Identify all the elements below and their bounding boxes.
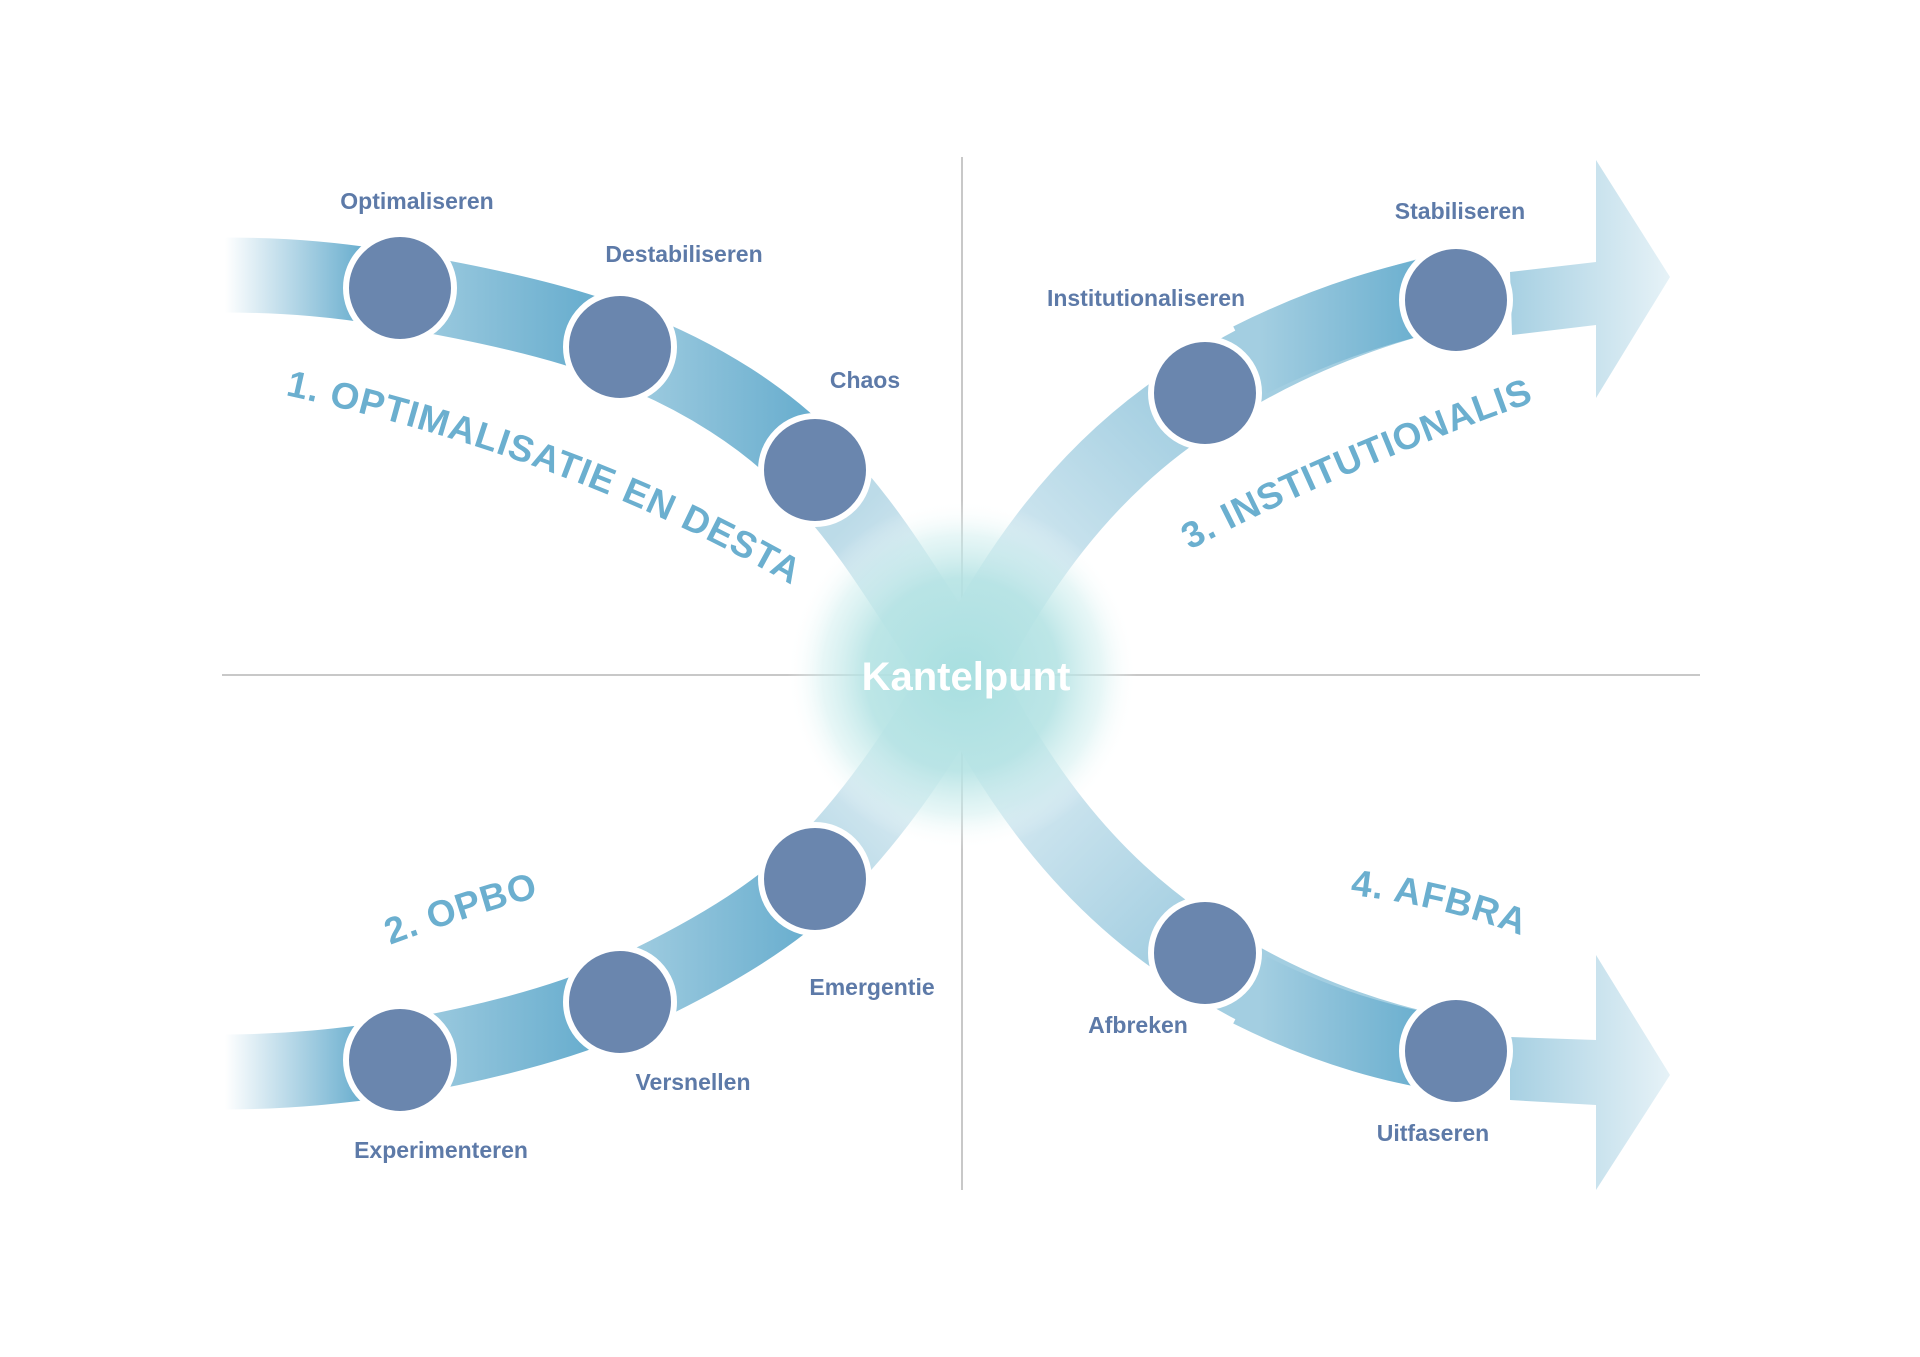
label-versnellen: Versnellen	[635, 1069, 750, 1095]
node-emergentie	[758, 822, 872, 936]
node-uitfaseren	[1399, 994, 1513, 1108]
label-chaos: Chaos	[830, 367, 900, 393]
label-emergentie: Emergentie	[809, 974, 934, 1000]
label-optimaliseren: Optimaliseren	[340, 188, 493, 214]
node-stabiliseren	[1399, 243, 1513, 357]
label-experimenteren: Experimenteren	[354, 1137, 528, 1163]
node-institutionaliseren	[1148, 336, 1262, 450]
node-experimenteren	[343, 1003, 457, 1117]
label-uitfaseren: Uitfaseren	[1377, 1120, 1489, 1146]
node-destabiliseren	[563, 290, 677, 404]
node-afbreken	[1148, 896, 1262, 1010]
label-afbreken: Afbreken	[1088, 1012, 1188, 1038]
node-versnellen	[563, 945, 677, 1059]
label-destabiliseren: Destabiliseren	[605, 241, 762, 267]
label-stabiliseren: Stabiliseren	[1395, 198, 1525, 224]
node-chaos	[758, 413, 872, 527]
center-glow	[787, 500, 1137, 850]
phase-label-opbouw: 2. OPBOUW	[0, 0, 542, 952]
center-label: Kantelpunt	[862, 655, 1071, 699]
node-optimaliseren	[343, 231, 457, 345]
label-institutionaliseren: Institutionaliseren	[1047, 285, 1245, 311]
